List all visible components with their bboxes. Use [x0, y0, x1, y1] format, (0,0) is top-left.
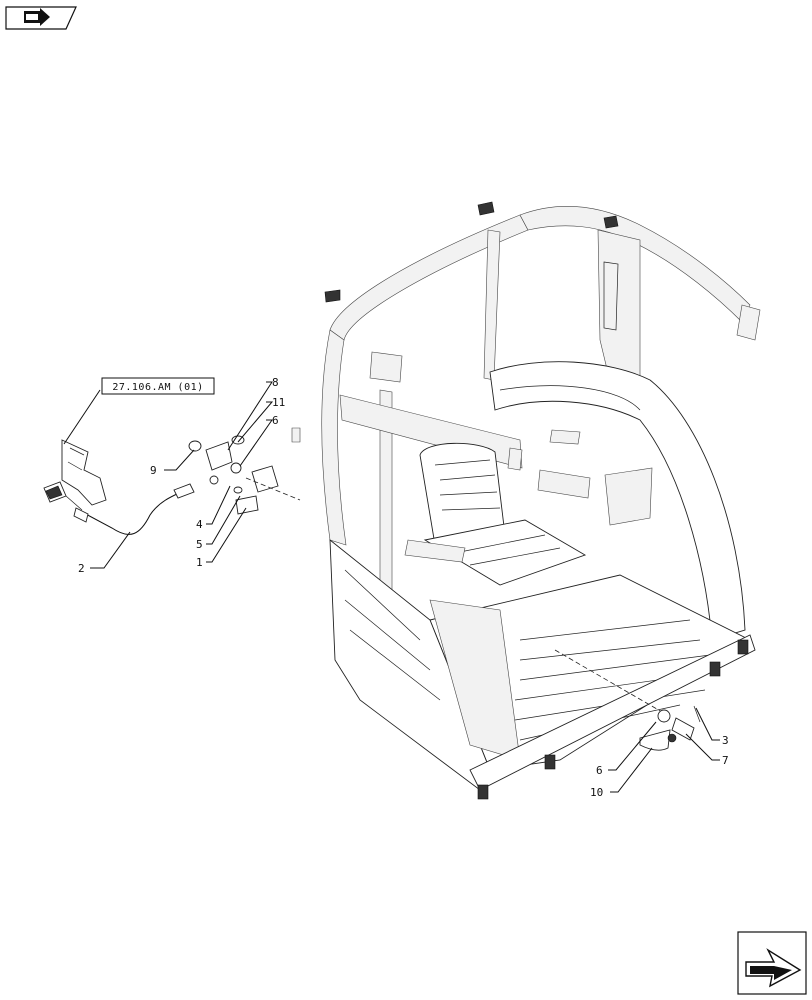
callout-labels: 2 9 4 5 1 8 11 6 3 7 6 10 [78, 376, 729, 799]
next-page-arrow-icon[interactable] [737, 931, 807, 995]
reference-link-box[interactable]: 27.106.AM (01) [101, 377, 215, 395]
callout-8: 8 [272, 376, 279, 389]
callout-5: 5 [196, 538, 203, 551]
sensor-bracket-assembly [43, 439, 195, 535]
leader-lines [63, 381, 720, 793]
hardware-cluster [188, 435, 301, 515]
callout-9: 9 [150, 464, 157, 477]
callout-3: 3 [722, 734, 729, 747]
callout-1: 1 [196, 556, 203, 569]
floor-hardware-cluster [554, 649, 701, 751]
page-back-arrow-icon[interactable] [5, 6, 77, 30]
callout-6-upper: 6 [272, 414, 279, 427]
callout-2: 2 [78, 562, 85, 575]
callout-11: 11 [272, 396, 285, 409]
cab-frame-illustration [291, 201, 761, 800]
callout-6-lower: 6 [596, 764, 603, 777]
callout-7: 7 [722, 754, 729, 767]
reference-link-text: 27.106.AM (01) [112, 382, 203, 393]
callout-4: 4 [196, 518, 203, 531]
callout-10: 10 [590, 786, 603, 799]
